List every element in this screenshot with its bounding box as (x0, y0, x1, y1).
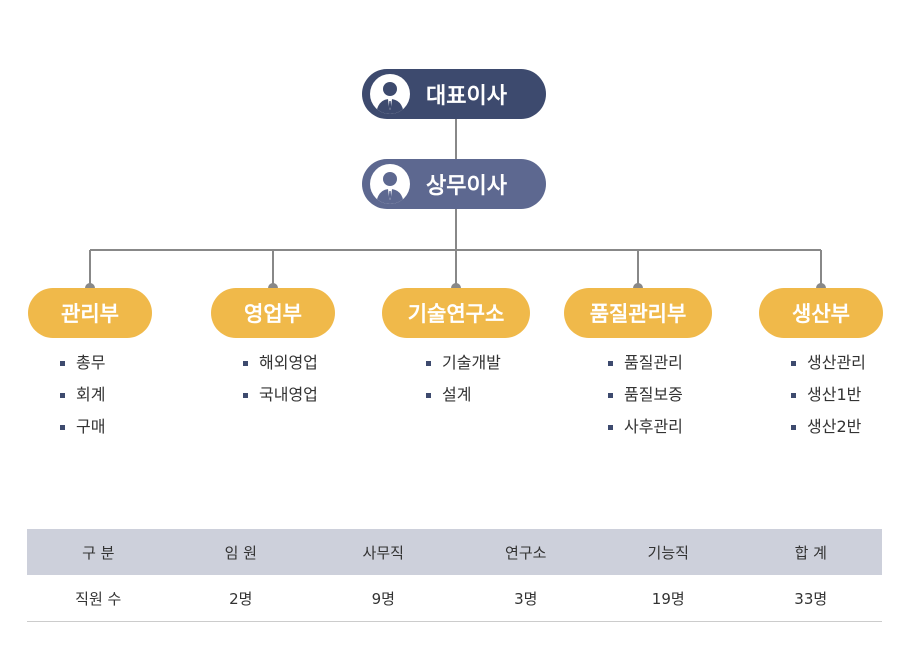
bullet-icon (60, 361, 65, 366)
bullet-icon (791, 393, 796, 398)
list-item-label: 구매 (76, 417, 106, 436)
table-header-cell: 합 계 (739, 529, 882, 575)
table-header-cell: 임 원 (169, 529, 312, 575)
vp-node: 상무이사 (362, 159, 546, 209)
bullet-icon (60, 425, 65, 430)
list-item-label: 생산1반 (807, 385, 862, 404)
list-item-label: 생산관리 (807, 353, 866, 372)
person-icon (370, 74, 410, 114)
bullet-icon (791, 425, 796, 430)
bullet-icon (426, 393, 431, 398)
person-icon (370, 164, 410, 204)
list-item: 생산2반 (791, 411, 866, 443)
list-item-label: 해외영업 (259, 353, 318, 372)
list-item-label: 회계 (76, 385, 106, 404)
dept-node: 영업부 (211, 288, 335, 338)
list-item-label: 품질보증 (624, 385, 683, 404)
list-item: 설계 (426, 379, 501, 411)
list-item-label: 기술개발 (442, 353, 501, 372)
table-cell: 33명 (739, 575, 882, 622)
bullet-icon (791, 361, 796, 366)
list-item-label: 생산2반 (807, 417, 862, 436)
dept-label: 품질관리부 (589, 302, 687, 326)
dept-node: 관리부 (28, 288, 152, 338)
dept-label: 영업부 (244, 302, 302, 326)
table-header-cell: 구 분 (27, 529, 170, 575)
vp-label: 상무이사 (426, 174, 507, 199)
dept-label: 관리부 (61, 302, 119, 326)
list-item-label: 총무 (76, 353, 106, 372)
table-header-cell: 연구소 (454, 529, 597, 575)
list-item: 생산1반 (791, 379, 866, 411)
dept-node: 생산부 (759, 288, 883, 338)
bullet-icon (608, 425, 613, 430)
table-row: 직원 수 2명 9명 3명 19명 33명 (27, 575, 882, 622)
list-item-label: 설계 (442, 385, 472, 404)
table-header-cell: 사무직 (312, 529, 455, 575)
list-item: 구매 (60, 411, 105, 443)
list-item: 회계 (60, 379, 105, 411)
ceo-node: 대표이사 (362, 69, 546, 119)
list-item: 해외영업 (243, 347, 318, 379)
list-item: 국내영업 (243, 379, 318, 411)
table-cell: 2명 (169, 575, 312, 622)
list-item: 기술개발 (426, 347, 501, 379)
table-cell: 직원 수 (27, 575, 170, 622)
bullet-icon (243, 361, 248, 366)
bullet-icon (60, 393, 65, 398)
ceo-label: 대표이사 (426, 84, 507, 109)
table-cell: 9명 (312, 575, 455, 622)
dept-node: 기술연구소 (382, 288, 530, 338)
list-item: 총무 (60, 347, 105, 379)
dept-label: 생산부 (792, 302, 850, 326)
staff-table: 구 분 임 원 사무직 연구소 기능직 합 계 직원 수 2명 9명 3명 19… (27, 529, 882, 622)
list-item: 생산관리 (791, 347, 866, 379)
bullet-icon (608, 361, 613, 366)
list-item-label: 사후관리 (624, 417, 683, 436)
bullet-icon (608, 393, 613, 398)
table-cell: 19명 (597, 575, 740, 622)
list-item-label: 국내영업 (259, 385, 318, 404)
bullet-icon (243, 393, 248, 398)
dept-node: 품질관리부 (564, 288, 712, 338)
bullet-icon (426, 361, 431, 366)
list-item: 품질관리 (608, 347, 683, 379)
dept-label: 기술연구소 (407, 302, 505, 326)
table-header-row: 구 분 임 원 사무직 연구소 기능직 합 계 (27, 529, 882, 575)
list-item: 품질보증 (608, 379, 683, 411)
table-header-cell: 기능직 (597, 529, 740, 575)
list-item: 사후관리 (608, 411, 683, 443)
table-cell: 3명 (454, 575, 597, 622)
list-item-label: 품질관리 (624, 353, 683, 372)
